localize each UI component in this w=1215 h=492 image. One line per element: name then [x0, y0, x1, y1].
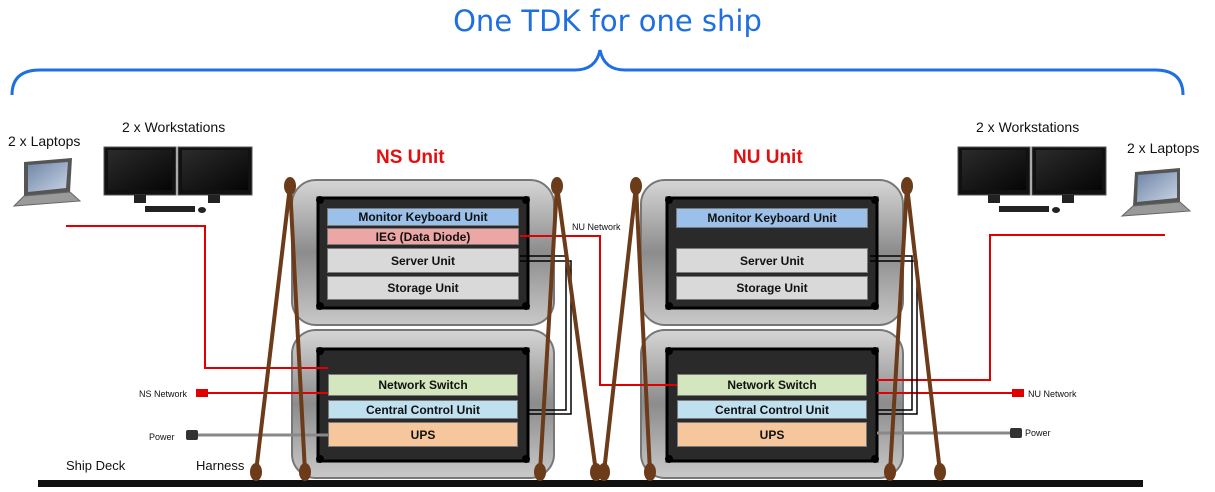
nu-network-mid-label: NU Network [572, 222, 621, 232]
ns-ieg-data-diode: IEG (Data Diode) [327, 228, 519, 245]
power-plug-icon [1010, 428, 1022, 438]
power-cables [198, 431, 1010, 437]
nu-unit-title: NU Unit [733, 147, 803, 168]
nu-storage-unit: Storage Unit [676, 276, 868, 300]
ns-storage-unit: Storage Unit [327, 276, 519, 300]
nu-network-connector [1012, 389, 1024, 397]
diagram-title: One TDK for one ship [453, 4, 762, 38]
ship-deck [38, 480, 1143, 487]
left-workstations-label: 2 x Workstations [122, 119, 226, 135]
nu-ups: UPS [677, 422, 867, 447]
ns-server-unit: Server Unit [327, 248, 519, 273]
power-right-label: Power [1025, 428, 1051, 438]
laptop-icon [1120, 168, 1192, 217]
ship-deck-label: Ship Deck [66, 458, 126, 473]
harness-straps [254, 185, 942, 473]
workstation-monitors-icon [103, 146, 253, 213]
power-plug-icon [186, 430, 198, 440]
ns-network-connector [196, 389, 208, 397]
ns-unit-title: NS Unit [376, 147, 445, 168]
nu-server-unit: Server Unit [676, 248, 868, 273]
workstation-monitors-icon [957, 146, 1107, 213]
ns-monitor-keyboard-unit: Monitor Keyboard Unit [327, 208, 519, 226]
ns-central-control-unit: Central Control Unit [328, 400, 518, 419]
rack-bolts [316, 196, 879, 463]
brace [10, 49, 1185, 96]
power-left-label: Power [149, 432, 175, 442]
left-laptops-label: 2 x Laptops [8, 133, 81, 149]
right-workstations-label: 2 x Workstations [976, 119, 1080, 135]
nu-monitor-keyboard-unit: Monitor Keyboard Unit [676, 208, 868, 228]
ns-ups: UPS [328, 422, 518, 447]
laptop-icon [12, 158, 82, 207]
nu-network-switch: Network Switch [677, 374, 867, 396]
right-laptops-label: 2 x Laptops [1127, 140, 1200, 156]
ns-network-switch: Network Switch [328, 374, 518, 396]
harness-label: Harness [196, 458, 245, 473]
nu-network-right-label: NU Network [1028, 389, 1077, 399]
nu-central-control-unit: Central Control Unit [677, 400, 867, 419]
ns-network-label: NS Network [139, 389, 188, 399]
harness-anchors [250, 177, 946, 481]
